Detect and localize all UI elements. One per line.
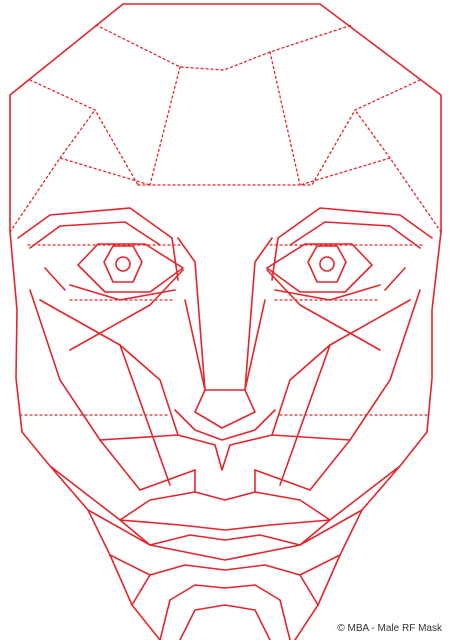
outline-left <box>10 4 160 640</box>
jaw-lines <box>50 466 400 545</box>
face-outline <box>10 4 441 640</box>
nose <box>175 238 275 470</box>
copyright-caption: © MBA - Male RF Mask <box>337 623 442 634</box>
outline-right <box>295 4 441 640</box>
cheek-right <box>267 270 420 490</box>
eye-guides <box>28 245 422 300</box>
chin <box>110 555 340 640</box>
cheek-left <box>30 270 183 490</box>
mouth <box>120 470 330 560</box>
forehead-grid <box>10 25 441 232</box>
